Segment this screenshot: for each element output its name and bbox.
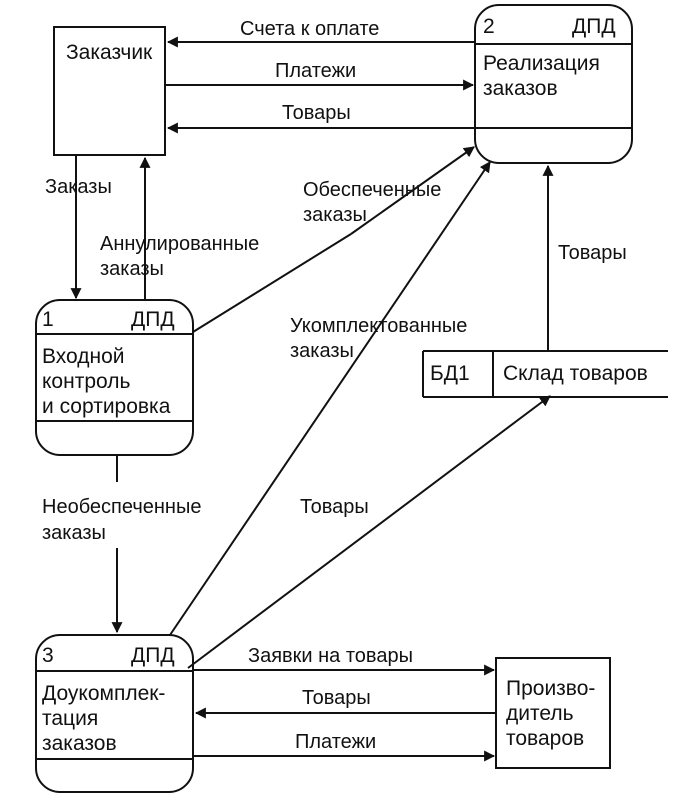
process-1-tag: ДПД (131, 308, 175, 331)
flow-label-requests: Заявки на товары (248, 645, 413, 667)
flow-label-completed-2: заказы (290, 340, 354, 362)
flow-label-cancelled-2: заказы (100, 258, 164, 280)
flow-label-unsecured-1: Необеспеченные (42, 496, 202, 518)
flow-label-orders: Заказы (45, 176, 112, 198)
process-3-shape (35, 634, 194, 793)
process-1-line-2: контроль (42, 370, 131, 393)
arrow-secured (192, 233, 352, 333)
producer-label-line-3: товаров (506, 727, 585, 750)
flow-label-cancelled-1: Аннулированные (100, 233, 260, 255)
store-name: Склад товаров (503, 362, 648, 385)
flow-label-unsecured-2: заказы (42, 522, 106, 544)
arrow-completed (169, 161, 491, 636)
process-2-line-1: Реализация (483, 52, 600, 75)
arrow-goods-mid (187, 395, 551, 669)
producer-label-line-1: Произво- (506, 677, 596, 700)
process-1-line-3: и сортировка (42, 395, 171, 418)
process-3-line-2: тация (42, 707, 99, 730)
process-3-number: 3 (42, 644, 54, 667)
flow-label-goods-bottom: Товары (302, 687, 371, 709)
process-1-number: 1 (42, 308, 54, 331)
process-3-tag: ДПД (131, 644, 175, 667)
process-2-shape (474, 4, 633, 164)
store-id: БД1 (430, 362, 470, 385)
process-2-tag: ДПД (572, 15, 616, 38)
flow-label-goods-mid: Товары (300, 496, 369, 518)
process-3-line-3: заказов (42, 732, 117, 755)
flow-label-secured-2: заказы (303, 204, 367, 226)
flow-label-payments-bottom: Платежи (295, 731, 377, 753)
flow-label-goods-top: Товары (282, 102, 351, 124)
flow-label-secured-1: Обеспеченные (303, 179, 442, 201)
process-3-line-1: Доукомплек- (42, 682, 166, 705)
flow-label-goods-store: Товары (558, 242, 627, 264)
flow-label-completed-1: Укомплектованные (290, 315, 468, 337)
customer-entity-box (53, 26, 166, 156)
process-2-number: 2 (483, 15, 495, 38)
process-1-line-1: Входной (42, 345, 125, 368)
customer-label: Заказчик (66, 41, 153, 64)
process-1-shape (35, 299, 194, 456)
producer-label-line-2: дитель (506, 702, 574, 725)
arrow-secured-head (350, 146, 475, 235)
process-2-line-2: заказов (483, 77, 558, 100)
flow-label-invoices: Счета к оплате (240, 18, 380, 40)
flow-label-payments-top: Платежи (275, 60, 357, 82)
